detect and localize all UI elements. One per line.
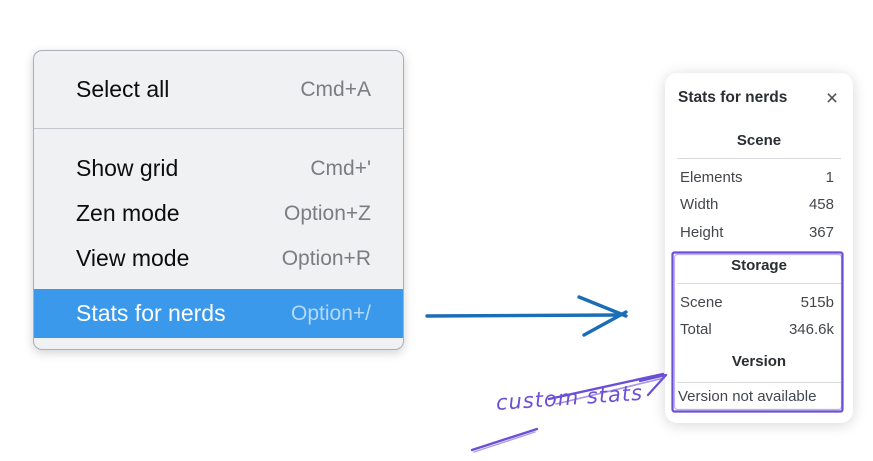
stats-panel-header: Stats for nerds × (678, 86, 843, 110)
menu-item-select-all[interactable]: Select all Cmd+A (34, 66, 403, 113)
menu-item-shortcut: Option+/ (291, 301, 371, 325)
menu-item-show-grid[interactable]: Show grid Cmd+' (34, 145, 403, 192)
menu-item-stats-for-nerds[interactable]: Stats for nerds Option+/ (34, 289, 403, 338)
stat-label: Height (680, 223, 724, 241)
version-section-header: Version (731, 353, 787, 370)
custom-stats-annotation: custom stats (495, 380, 644, 415)
section-divider (677, 382, 841, 383)
stat-label: Total (680, 320, 712, 338)
scene-section-header: Scene (736, 132, 782, 149)
menu-divider (34, 128, 403, 129)
menu-item-view-mode[interactable]: View mode Option+R (34, 235, 403, 282)
section-divider (677, 158, 841, 159)
stat-value: 346.6k (788, 320, 834, 338)
stat-row-total-storage: Total 346.6k (680, 318, 834, 340)
menu-item-label: Zen mode (76, 200, 180, 226)
context-menu: Select all Cmd+A Show grid Cmd+' Zen mod… (33, 50, 404, 350)
stat-value: 458 (808, 195, 834, 213)
version-note: Version not available (678, 388, 817, 405)
stat-row-width: Width 458 (680, 193, 834, 215)
stat-value: 1 (825, 168, 834, 186)
menu-item-label: Select all (76, 76, 170, 102)
stat-label: Elements (680, 168, 743, 186)
stat-label: Width (680, 195, 719, 213)
menu-item-shortcut: Cmd+A (300, 77, 371, 101)
menu-item-shortcut: Option+Z (284, 201, 371, 225)
stats-panel: Stats for nerds × Scene Elements 1 Width… (665, 73, 853, 423)
stat-value: 515b (800, 293, 834, 311)
menu-item-shortcut: Option+R (281, 246, 371, 270)
menu-item-label: Stats for nerds (76, 300, 226, 326)
menu-item-zen-mode[interactable]: Zen mode Option+Z (34, 190, 403, 237)
stat-row-elements: Elements 1 (680, 166, 834, 188)
stat-row-height: Height 367 (680, 221, 834, 243)
section-divider (677, 283, 841, 284)
blue-arrow (425, 295, 628, 337)
stat-label: Scene (680, 293, 723, 311)
close-icon[interactable]: × (825, 86, 839, 110)
menu-item-label: View mode (76, 245, 190, 271)
stats-panel-title: Stats for nerds (678, 89, 788, 106)
menu-item-shortcut: Cmd+' (310, 156, 371, 180)
stat-row-scene-storage: Scene 515b (680, 291, 834, 313)
storage-section-header: Storage (731, 257, 787, 274)
menu-item-label: Show grid (76, 155, 179, 181)
stat-value: 367 (808, 223, 834, 241)
